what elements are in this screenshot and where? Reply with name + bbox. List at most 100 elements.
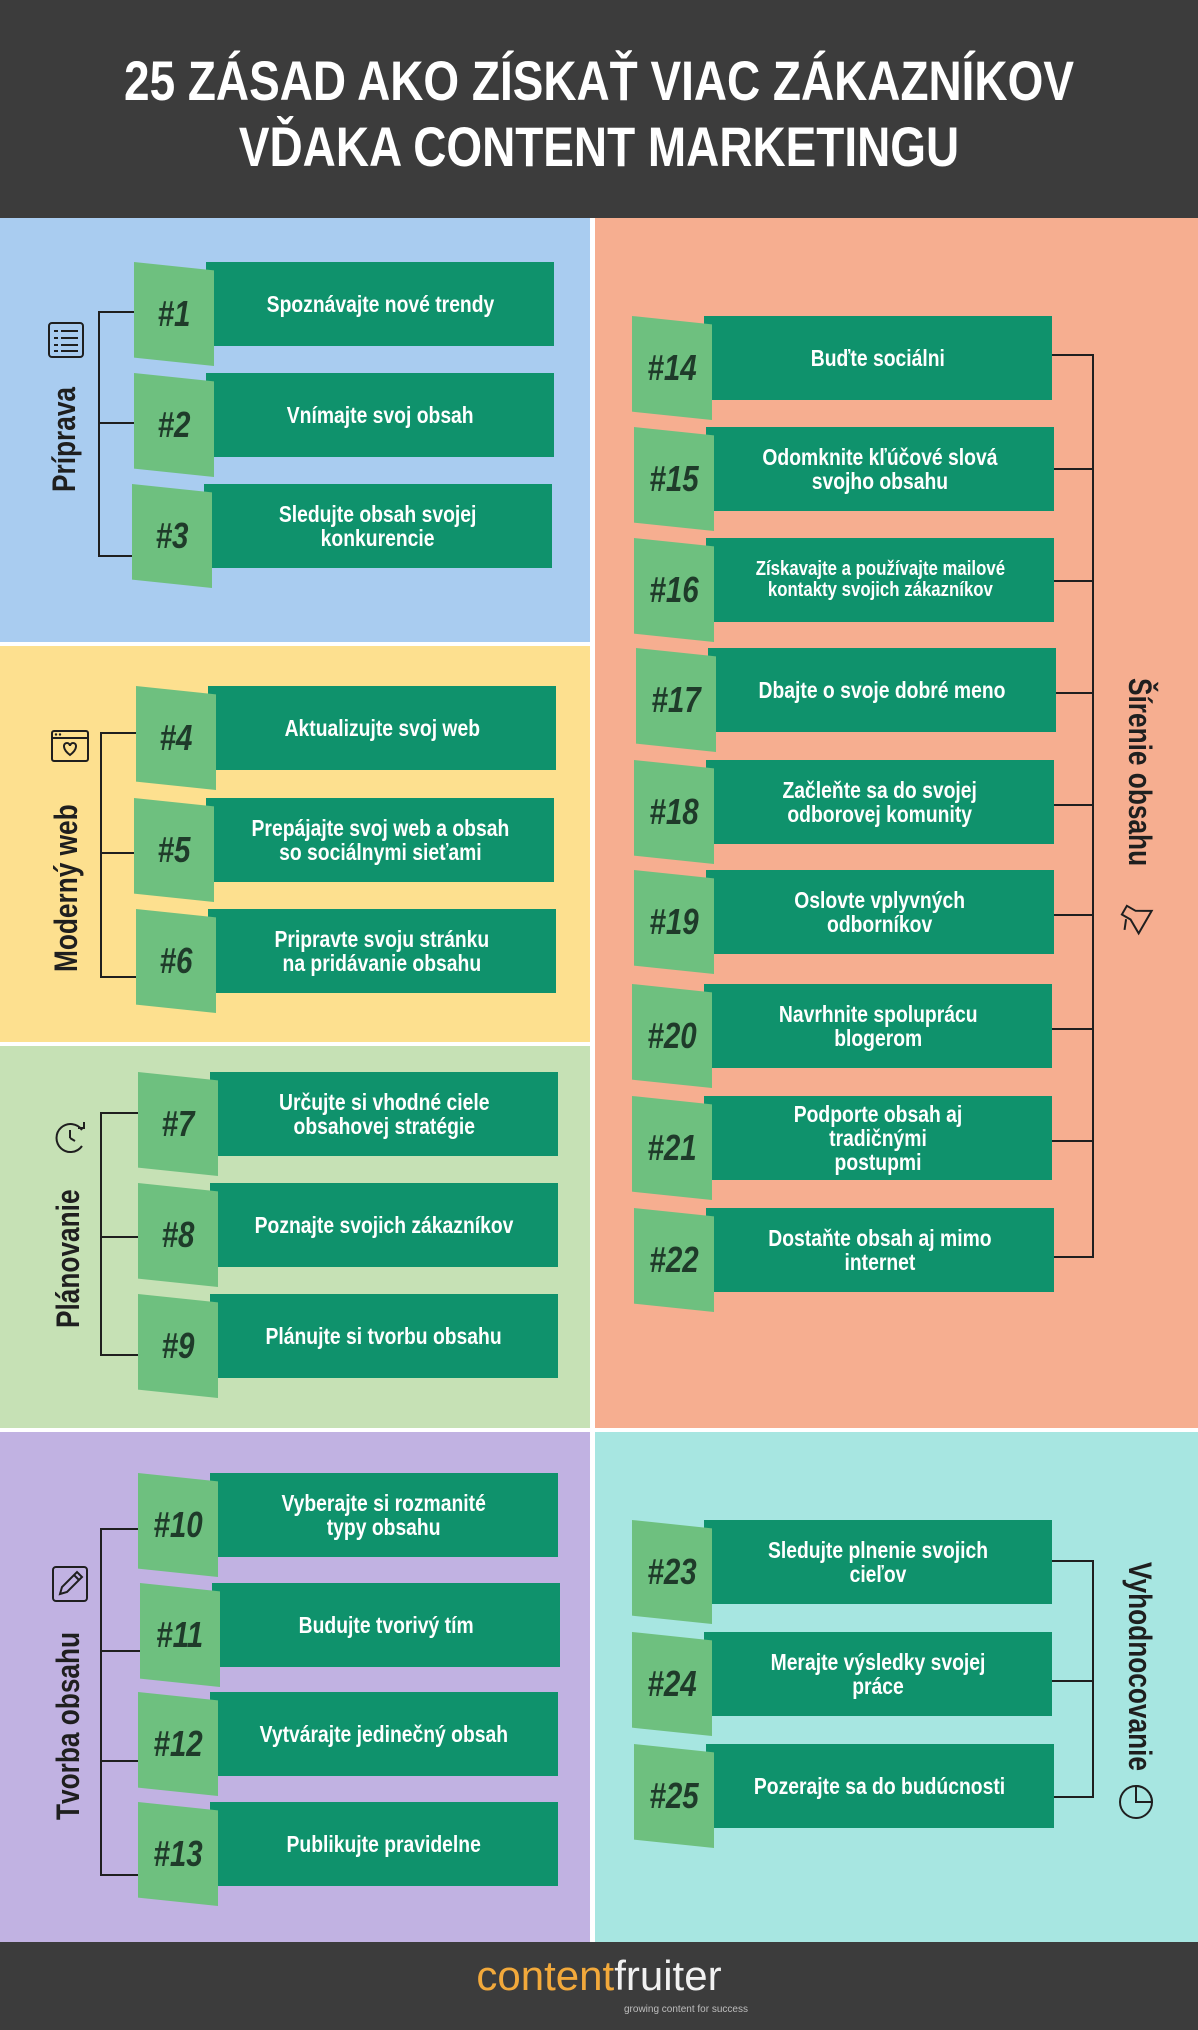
bracket-tick [1048,1796,1094,1798]
bracket-priprava [98,311,100,557]
principle-number: #13 [153,1833,203,1874]
clock-refresh-icon [55,1122,85,1153]
principle-number-tag: #10 [138,1473,218,1577]
principle-item: Poznajte svojich zákazníkov #8 [138,1183,558,1287]
principle-text: Odomknite kľúčové slová svojho obsahu [762,444,998,494]
principle-bar: Dbajte o svoje dobré meno [708,648,1056,732]
category-label-sirenie-obsahu: Šírenie obsahu [1122,678,1158,867]
principle-number: #15 [649,458,699,499]
principle-number-tag: #25 [634,1744,714,1848]
pie-chart-icon [1119,1784,1154,1819]
principle-bar: Vytvárajte jedinečný obsah [210,1692,558,1776]
principle-number-tag: #7 [138,1072,218,1176]
bracket-tvorba-obsahu [100,1528,102,1876]
principle-item: Odomknite kľúčové slová svojho obsahu #1… [634,427,1054,531]
principle-number: #14 [647,347,697,388]
principle-number: #18 [649,791,699,832]
principle-bar: Plánujte si tvorbu obsahu [210,1294,558,1378]
principle-number-tag: #1 [134,262,214,366]
principle-text: Pozerajte sa do budúcnosti [754,1773,1006,1799]
principle-number: #24 [647,1663,697,1704]
principle-item: Vyberajte si rozmanité typy obsahu #10 [138,1473,558,1577]
principle-item: Sledujte obsah svojej konkurencie #3 [132,484,552,588]
principle-number-tag: #21 [632,1096,712,1200]
principle-item: Sledujte plnenie svojich cieľov #23 [632,1520,1052,1624]
bracket-tick [100,732,138,734]
principle-number: #21 [647,1127,697,1168]
principle-number-tag: #20 [632,984,712,1088]
brand-name-part1: content [476,1952,615,1999]
category-label-moderny-web: Moderný web [48,804,84,972]
principle-number: #17 [651,679,701,720]
principle-item: Plánujte si tvorbu obsahu #9 [138,1294,558,1398]
principle-number-tag: #5 [134,798,214,902]
bracket-tick [100,1874,140,1876]
list-icon [48,322,84,358]
divider-left-2 [0,1042,592,1046]
principle-item: Prepájajte svoj web a obsah so sociálnym… [134,798,554,902]
principle-bar: Sledujte plnenie svojich cieľov [704,1520,1052,1604]
bracket-tick [100,1528,140,1530]
bracket-tick [1048,1560,1094,1562]
principle-number-tag: #8 [138,1183,218,1287]
bracket-planovanie [100,1112,102,1356]
principle-item: Vnímajte svoj obsah #2 [134,373,554,477]
principle-text: Dostaňte obsah aj mimo internet [768,1225,992,1275]
bracket-tick [98,311,136,313]
principle-number-tag: #22 [634,1208,714,1312]
browser-heart-icon [51,730,89,762]
principle-bar: Merajte výsledky svojej práce [704,1632,1052,1716]
principle-number: #25 [649,1775,699,1816]
principle-number: #8 [161,1214,195,1255]
principle-item: Merajte výsledky svojej práce #24 [632,1632,1052,1736]
principle-bar: Poznajte svojich zákazníkov [210,1183,558,1267]
principle-text: Spoznávajte nové trendy [266,291,494,317]
brand-logo: contentfruiter [0,1952,1198,2000]
principle-item: Pripravte svoju stránku na pridávanie ob… [136,909,556,1013]
header-banner: 25 ZÁSAD AKO ZÍSKAŤ VIAC ZÁKAZNÍKOV VĎAK… [0,0,1198,218]
principle-bar: Pozerajte sa do budúcnosti [706,1744,1054,1828]
principle-number-tag: #12 [138,1692,218,1796]
page-title-line-1: 25 ZÁSAD AKO ZÍSKAŤ VIAC ZÁKAZNÍKOV [124,49,1074,112]
principle-number-tag: #19 [634,870,714,974]
principle-item: Pozerajte sa do budúcnosti #25 [634,1744,1054,1848]
principle-number-tag: #18 [634,760,714,864]
principle-number-tag: #15 [634,427,714,531]
divider-left-1 [0,642,592,646]
bracket-tick [100,976,138,978]
principle-bar: Začleňte sa do svojej odborovej komunity [706,760,1054,844]
principle-text: Sledujte plnenie svojich cieľov [767,1537,989,1587]
bracket-tick [100,1650,140,1652]
principle-text: Prepájajte svoj web a obsah so sociálnym… [251,815,509,865]
principle-item: Určujte si vhodné ciele obsahovej straté… [138,1072,558,1176]
principle-number-tag: #23 [632,1520,712,1624]
principle-item: Navrhnite spoluprácu blogerom #20 [632,984,1052,1088]
category-label-planovanie: Plánovanie [50,1189,86,1328]
principle-item: Aktualizujte svoj web #4 [136,686,556,790]
bracket-tick [1048,354,1094,356]
principle-number-tag: #4 [136,686,216,790]
bracket-tick [98,555,136,557]
bracket-sirenie-obsahu [1092,354,1094,1258]
principle-item: Budujte tvorivý tím #11 [140,1583,560,1687]
bracket-tick [1048,914,1094,916]
principle-text: Začleňte sa do svojej odborovej komunity [782,777,978,827]
bracket-tick [1048,1140,1094,1142]
divider-vertical [590,218,595,1942]
principle-bar: Pripravte svoju stránku na pridávanie ob… [208,909,556,993]
principle-item: Dbajte o svoje dobré meno #17 [636,648,1056,752]
principle-text: Oslovte vplyvných odborníkov [794,887,966,937]
bracket-tick [100,1112,138,1114]
principle-number-tag: #6 [136,909,216,1013]
page-title-line-2: VĎAKA CONTENT MARKETINGU [238,115,960,178]
principle-number: #16 [649,569,699,610]
brand-name-part2: fruiter [614,1952,722,1999]
principle-number: #2 [157,404,191,445]
principle-number: #20 [647,1015,697,1056]
principle-number-tag: #14 [632,316,712,420]
principle-item: Spoznávajte nové trendy #1 [134,262,554,366]
principle-text: Pripravte svoju stránku na pridávanie ob… [274,926,490,976]
bracket-tick [1048,1028,1094,1030]
principle-number-tag: #17 [636,648,716,752]
principle-bar: Navrhnite spoluprácu blogerom [704,984,1052,1068]
